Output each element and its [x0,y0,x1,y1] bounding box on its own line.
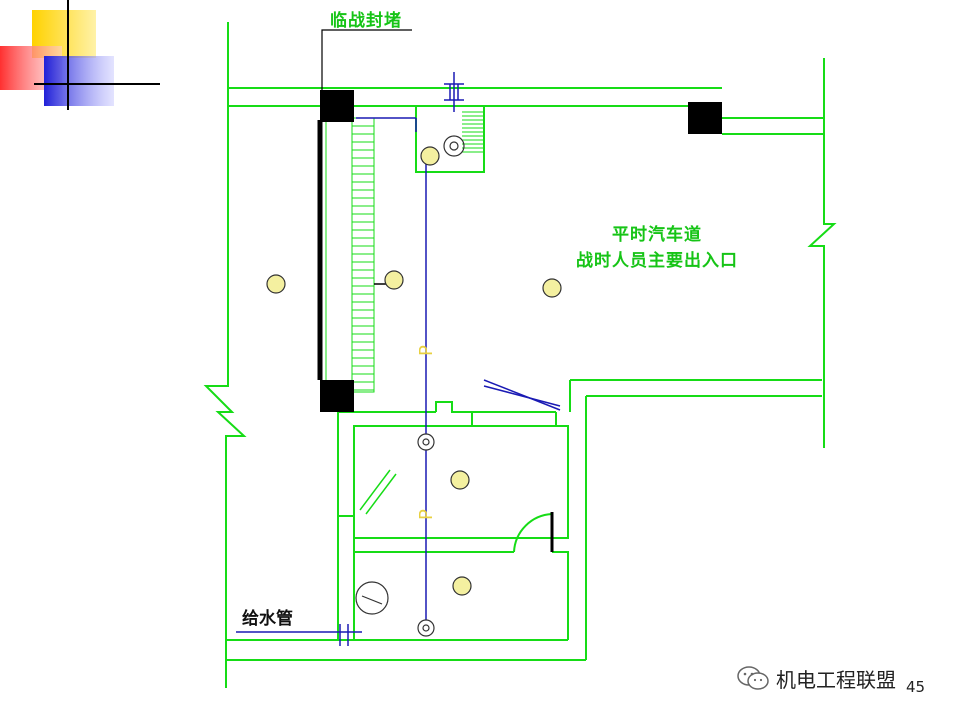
washbasin [355,581,389,615]
corner-decoration [0,0,160,110]
label-water-pipe: 给水管 [242,609,293,629]
light-fixture [450,470,470,490]
watermark: 机电工程联盟 [736,662,896,694]
light-fixture [266,274,286,294]
watermark-text: 机电工程联盟 [776,667,896,692]
light-fixture [452,576,472,596]
floor-drain [417,433,435,451]
wall-openings [359,469,397,515]
pipe-label-p: P [416,509,437,520]
label-wartime-use: 战时人员主要出入口 [576,251,738,271]
pipe-label-p: P [416,345,437,356]
deco-blue-square [44,56,114,106]
walls [203,22,837,688]
column [688,102,722,134]
light-fixture [542,278,562,298]
shaft-hatch [462,111,484,153]
page-number: 45 [906,678,926,696]
valve [443,135,465,157]
fixtures [266,135,562,637]
pipes [236,72,561,646]
floor-drain [417,619,435,637]
stair-treads [352,125,374,391]
light-fixture [420,146,440,166]
column [320,90,354,122]
wechat-icon [737,666,769,690]
label-normal-use: 平时汽车道 [612,225,702,245]
light-fixture [384,270,404,290]
column [320,380,354,412]
label-blast-wall: 临战封堵 [330,11,402,31]
blast-door [317,117,375,393]
label-leader [321,29,412,90]
